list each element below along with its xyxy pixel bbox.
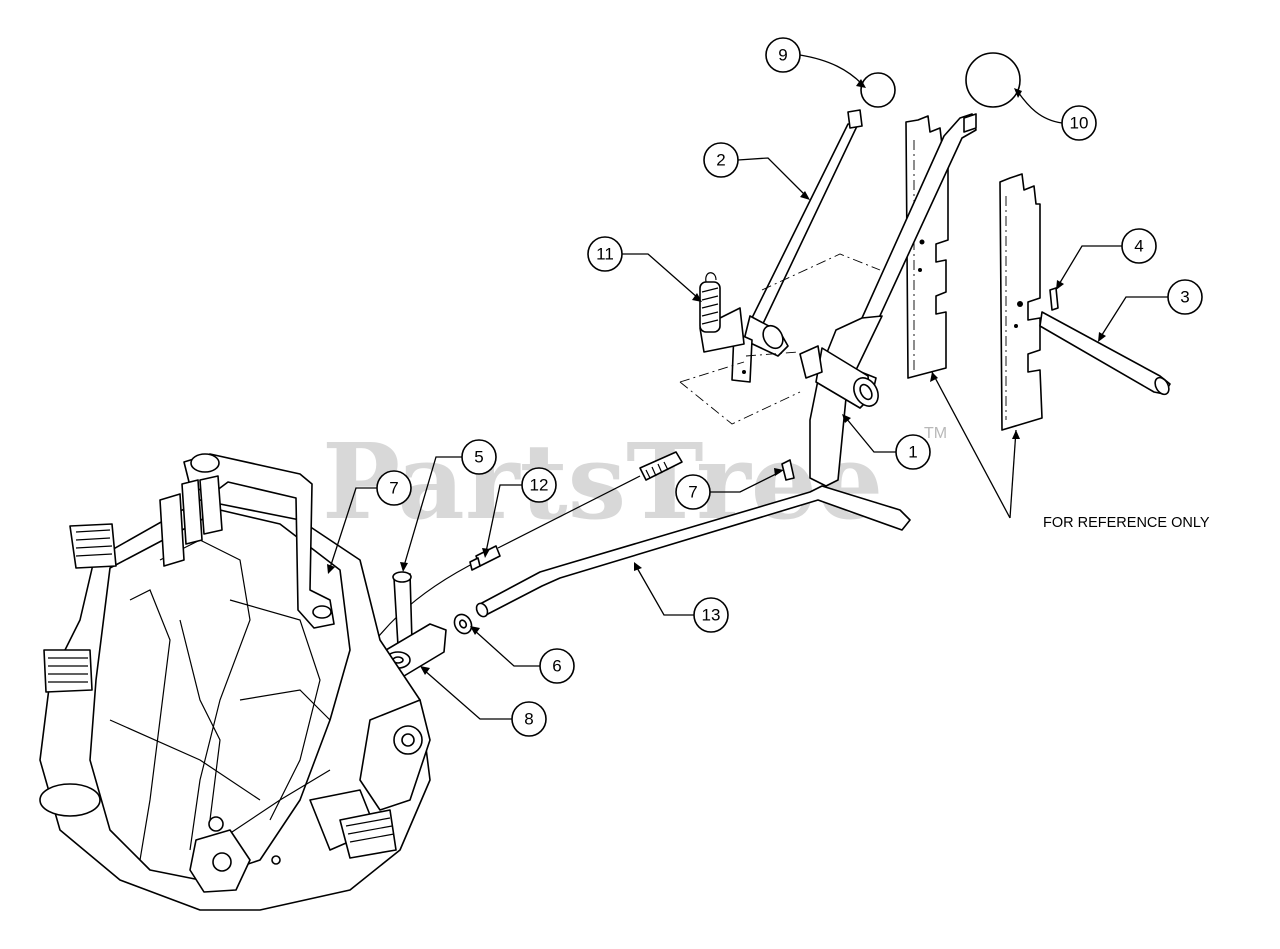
callout-6-label: 6 bbox=[552, 657, 561, 676]
callout-4-label: 4 bbox=[1134, 237, 1143, 256]
watermark-text: PartsTree bbox=[322, 420, 883, 543]
watermark: PartsTree TM bbox=[322, 420, 947, 543]
part-3-shaft bbox=[1039, 311, 1171, 396]
callout-7-lower[interactable]: 7 bbox=[675, 474, 711, 510]
part-7-clip-upper bbox=[781, 459, 795, 481]
callout-13-label: 13 bbox=[702, 606, 721, 625]
callout-13[interactable]: 13 bbox=[693, 597, 729, 633]
callout-1[interactable]: 1 bbox=[895, 434, 931, 470]
callout-leaders bbox=[327, 54, 1168, 720]
reference-plate-right bbox=[999, 173, 1043, 431]
callout-2[interactable]: 2 bbox=[703, 142, 739, 178]
callout-11[interactable]: 11 bbox=[587, 236, 623, 272]
callout-11-label: 11 bbox=[596, 245, 614, 264]
callout-8[interactable]: 8 bbox=[511, 701, 547, 737]
part-11-spring bbox=[699, 272, 721, 333]
callout-5[interactable]: 5 bbox=[461, 439, 497, 475]
callout-7-upper-label: 7 bbox=[389, 479, 398, 498]
reference-leaders bbox=[930, 371, 1020, 519]
callout-3[interactable]: 3 bbox=[1167, 279, 1203, 315]
callout-8-label: 8 bbox=[524, 710, 533, 729]
callout-7-lower-label: 7 bbox=[688, 483, 697, 502]
watermark-trademark: TM bbox=[924, 425, 947, 442]
callout-9-label: 9 bbox=[778, 46, 787, 65]
callout-1-label: 1 bbox=[908, 443, 917, 462]
callout-12[interactable]: 12 bbox=[521, 467, 557, 503]
callout-5-label: 5 bbox=[474, 448, 483, 467]
callout-2-label: 2 bbox=[716, 151, 725, 170]
callout-3-label: 3 bbox=[1180, 288, 1189, 307]
part-1-lever bbox=[799, 113, 977, 487]
callout-10[interactable]: 10 bbox=[1061, 105, 1097, 141]
callout-9[interactable]: 9 bbox=[765, 37, 801, 73]
part-6-nut bbox=[453, 613, 473, 635]
reference-note: FOR REFERENCE ONLY bbox=[1043, 515, 1210, 531]
part-5-clevis-pin bbox=[392, 571, 413, 647]
callout-12-label: 12 bbox=[530, 476, 549, 495]
transmission-assembly bbox=[39, 453, 431, 911]
callout-10-label: 10 bbox=[1070, 114, 1089, 133]
callout-6[interactable]: 6 bbox=[539, 648, 575, 684]
callout-7-upper[interactable]: 7 bbox=[376, 470, 412, 506]
part-9-knob bbox=[847, 72, 896, 129]
part-4-pin bbox=[1049, 287, 1059, 311]
part-10-knob bbox=[963, 52, 1021, 133]
part-13-rod bbox=[475, 485, 911, 618]
callout-4[interactable]: 4 bbox=[1121, 228, 1157, 264]
